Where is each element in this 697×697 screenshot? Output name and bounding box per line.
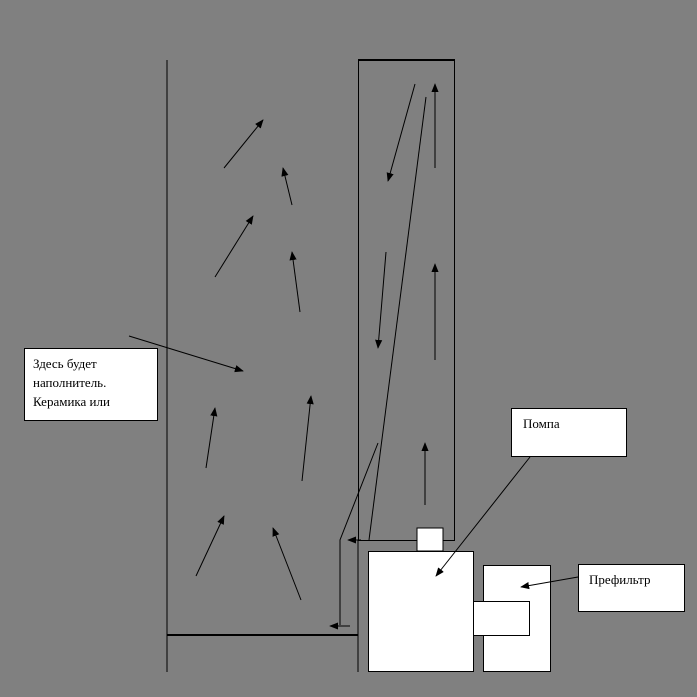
flow-arrow: [223, 119, 264, 169]
filler-label-line: наполнитель.: [33, 375, 107, 390]
flow-line: [368, 96, 427, 541]
pump-label-text: Помпа: [523, 416, 560, 431]
prefilter-callout-pointer: [520, 576, 579, 590]
flow-arrow: [214, 215, 254, 278]
pump-label: Помпа: [511, 408, 627, 457]
flow-arrow: [272, 527, 302, 601]
return-tube: [358, 60, 455, 541]
pump-outlet: [416, 527, 444, 552]
flow-line: [339, 442, 379, 625]
filler-callout-pointer: [128, 335, 244, 373]
flow-arrow: [289, 251, 301, 313]
flow-arrow: [386, 83, 416, 182]
filler-label-line: Здесь будет: [33, 356, 97, 371]
pump-body: [368, 551, 474, 672]
flow-arrow: [301, 395, 314, 482]
flow-arrow: [195, 515, 225, 577]
prefilter-label: Префильтр: [578, 564, 685, 612]
flow-arrow: [375, 251, 387, 349]
filler-label-line: Керамика или: [33, 394, 110, 409]
prefilter-label-text: Префильтр: [589, 572, 651, 587]
pump-callout-pointer: [435, 456, 531, 577]
flow-arrow: [281, 167, 293, 206]
filler-label: Здесь будет наполнитель. Керамика или: [24, 348, 158, 421]
prefilter-connector: [473, 601, 530, 636]
flow-arrow: [205, 407, 218, 469]
